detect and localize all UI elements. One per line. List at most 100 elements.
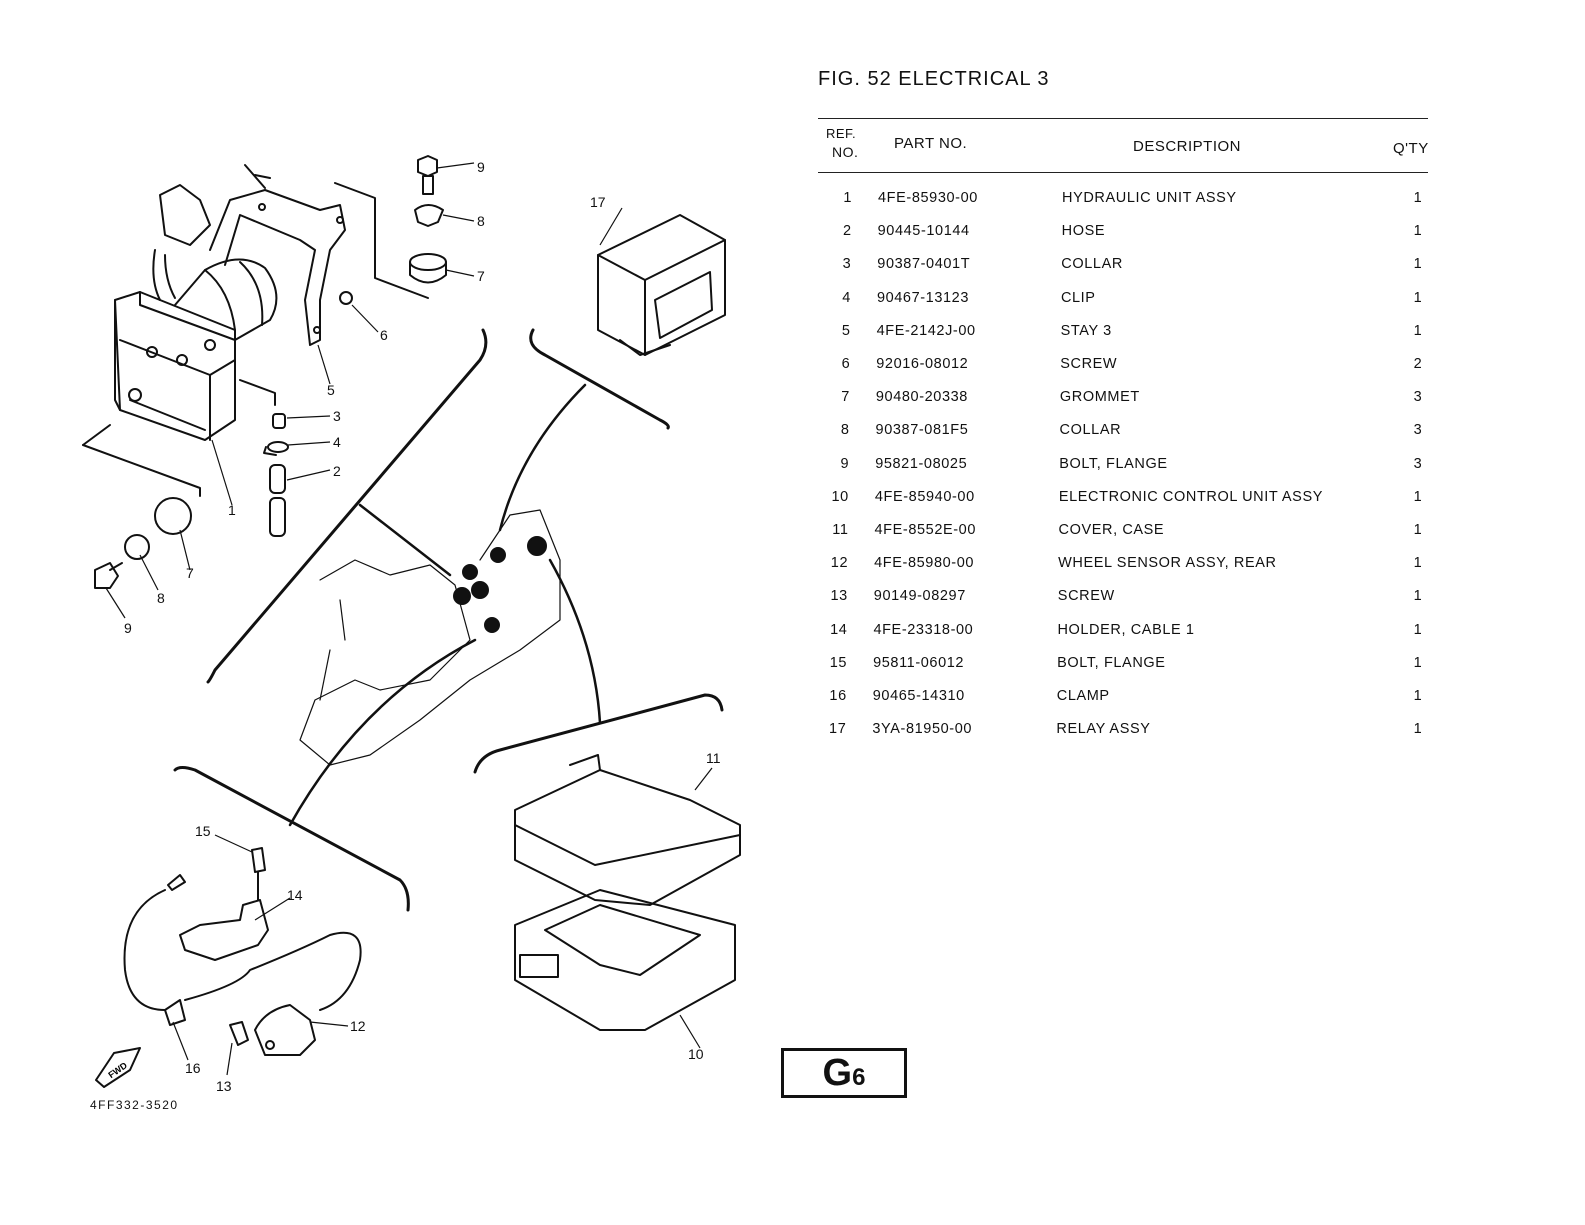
part-no-cell: 90467-13123: [876, 289, 970, 306]
qty-cell: 1: [1413, 256, 1423, 273]
qty-cell: 1: [1413, 654, 1423, 671]
ecu-drawing: [514, 754, 741, 1031]
section-sub: 6: [852, 1064, 866, 1091]
table-row: 4 90467-13123 CLIP 1: [0, 290, 1585, 310]
callout-17: 17: [590, 194, 606, 210]
part-no-cell: 95811-06012: [873, 654, 965, 671]
part-no-cell: 90480-20338: [875, 389, 968, 406]
table-row: 6 92016-08012 SCREW 2: [0, 356, 1585, 376]
ref-no-cell: 13: [830, 588, 848, 605]
callout-9: 9: [477, 159, 485, 175]
qty-cell: 1: [1413, 555, 1423, 572]
fwd-arrow-icon: [95, 1047, 141, 1088]
description-cell: GROMMET: [1059, 389, 1140, 406]
section-code: G: [822, 1051, 853, 1094]
callout-3: 3: [333, 408, 341, 424]
ref-no-cell: 9: [840, 455, 850, 472]
ref-no-cell: 2: [842, 223, 852, 240]
ref-no-cell: 6: [841, 356, 851, 372]
ref-no-cell: 11: [832, 522, 849, 538]
callout-7: 7: [477, 268, 485, 284]
ref-no-cell: 15: [829, 654, 848, 671]
callout-8b: 8: [157, 590, 165, 606]
description-cell: ELECTRONIC CONTROL UNIT ASSY: [1058, 488, 1323, 505]
relay-drawing: [597, 214, 726, 356]
header-description: DESCRIPTION: [1133, 138, 1242, 155]
figure-title: FIG. 52 ELECTRICAL 3: [818, 68, 1050, 90]
description-cell: COVER, CASE: [1058, 522, 1165, 538]
callout-14: 14: [287, 887, 303, 903]
ref-no-cell: 7: [841, 389, 850, 406]
qty-cell: 1: [1413, 721, 1423, 738]
part-no-cell: 4FE-85930-00: [878, 190, 978, 206]
header-ref-line1: REF.: [826, 126, 857, 141]
part-no-cell: 92016-08012: [876, 356, 969, 372]
ref-no-cell: 14: [830, 621, 848, 638]
part-no-cell: 4FE-8552E-00: [874, 522, 977, 538]
description-cell: HOLDER, CABLE 1: [1057, 621, 1195, 638]
description-cell: RELAY ASSY: [1056, 721, 1151, 738]
callout-1: 1: [228, 502, 236, 518]
callout-9b: 9: [124, 620, 132, 636]
callout-6: 6: [380, 327, 388, 343]
part-no-cell: 90465-14310: [872, 688, 965, 704]
description-cell: HOSE: [1061, 223, 1106, 240]
part-no-cell: 90149-08297: [873, 588, 966, 605]
part-no-cell: 3YA-81950-00: [872, 721, 973, 738]
callout-8: 8: [477, 213, 485, 229]
ref-no-cell: 4: [842, 289, 851, 306]
description-cell: SCREW: [1060, 356, 1118, 372]
drawing-code: 4FF332-3520: [90, 1098, 179, 1112]
ref-no-cell: 17: [829, 721, 847, 738]
exploded-parts-diagram: 9 8 7 6 5 3 4 2 1 7 8 9 17 11 10 12 13 1…: [82, 155, 741, 1094]
ref-no-cell: 12: [830, 555, 849, 572]
description-cell: CLIP: [1060, 289, 1096, 306]
qty-cell: 3: [1413, 455, 1423, 472]
table-row: 17 3YA-81950-00 RELAY ASSY 1: [0, 721, 1585, 741]
description-cell: WHEEL SENSOR ASSY, REAR: [1058, 555, 1277, 572]
qty-cell: 1: [1413, 223, 1423, 240]
ref-no-cell: 10: [831, 488, 849, 505]
part-no-cell: 90387-081F5: [875, 422, 969, 439]
qty-cell: 2: [1413, 356, 1423, 372]
part-no-cell: 4FE-85980-00: [874, 555, 975, 572]
part-no-cell: 95821-08025: [875, 455, 968, 472]
grommet-stack-drawing: [409, 155, 447, 284]
table-row: 12 4FE-85980-00 WHEEL SENSOR ASSY, REAR 1: [0, 555, 1585, 575]
description-cell: STAY 3: [1060, 322, 1112, 339]
hose-collar-clip-drawing: [263, 413, 289, 537]
callout-16: 16: [185, 1060, 201, 1076]
hydraulic-unit-drawing: [82, 164, 429, 497]
qty-cell: 1: [1413, 289, 1423, 306]
ref-no-cell: 3: [842, 256, 852, 273]
description-cell: CLAMP: [1056, 688, 1110, 704]
description-cell: BOLT, FLANGE: [1059, 455, 1168, 472]
callout-2: 2: [333, 463, 341, 479]
ref-no-cell: 1: [843, 190, 852, 206]
callout-4: 4: [333, 434, 341, 450]
qty-cell: 1: [1413, 190, 1423, 206]
part-no-cell: 4FE-2142J-00: [876, 322, 976, 339]
qty-cell: 1: [1413, 621, 1423, 638]
qty-cell: 1: [1413, 688, 1423, 704]
qty-cell: 3: [1413, 422, 1423, 439]
callout-5: 5: [327, 382, 335, 398]
description-cell: SCREW: [1057, 588, 1115, 605]
callout-15: 15: [195, 823, 211, 839]
ref-no-cell: 8: [840, 422, 850, 439]
wheel-sensor-drawing: [123, 847, 362, 1056]
qty-cell: 1: [1413, 488, 1423, 505]
